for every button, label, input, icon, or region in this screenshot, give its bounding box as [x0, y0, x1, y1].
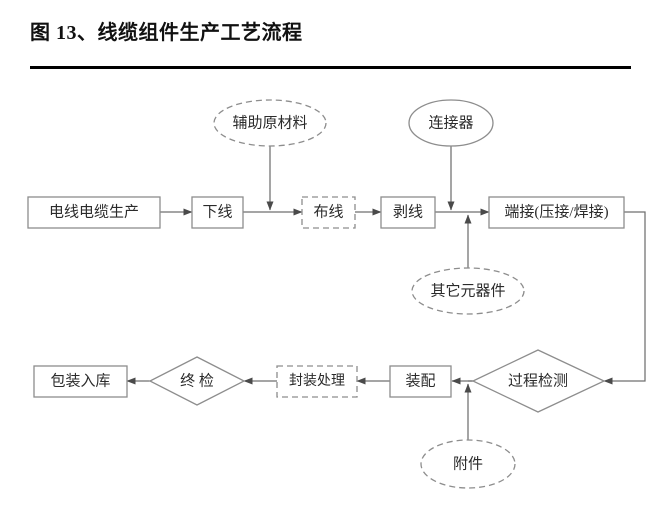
- node-stripping-label: 剥线: [393, 203, 423, 220]
- node-encapsulation-label: 封装处理: [289, 373, 345, 389]
- edge-termination-to-process-inspection: [603, 211, 646, 385]
- node-connector[interactable]: 连接器: [408, 99, 494, 147]
- node-assembly-label: 装配: [405, 372, 435, 389]
- node-cutting[interactable]: 下线: [191, 196, 244, 229]
- node-packaging-storage-label: 包装入库: [50, 372, 110, 389]
- flowchart-canvas: 辅助原材料 连接器 电线电缆生产 下线 布线 剥线 端接(压接/焊接) 其它元器…: [0, 78, 661, 529]
- node-process-inspection-label: 过程检测: [508, 372, 568, 389]
- node-stripping[interactable]: 剥线: [380, 196, 436, 229]
- node-wire-cable-production-label: 电线电缆生产: [49, 203, 139, 220]
- title-divider: [30, 66, 631, 69]
- node-termination[interactable]: 端接(压接/焊接): [488, 196, 625, 229]
- node-wire-cable-production[interactable]: 电线电缆生产: [27, 196, 161, 229]
- node-assembly[interactable]: 装配: [389, 365, 452, 398]
- node-accessories-label: 附件: [453, 455, 483, 472]
- node-cutting-label: 下线: [202, 203, 232, 220]
- node-wiring[interactable]: 布线: [301, 196, 356, 229]
- node-process-inspection[interactable]: 过程检测: [471, 349, 606, 413]
- node-auxiliary-materials[interactable]: 辅助原材料: [213, 99, 327, 147]
- figure-title: 图 13、线缆组件生产工艺流程: [30, 22, 303, 44]
- node-wiring-label: 布线: [313, 203, 343, 220]
- node-final-inspection[interactable]: 终 检: [148, 356, 246, 406]
- node-auxiliary-materials-label: 辅助原材料: [232, 114, 307, 131]
- node-termination-label: 端接(压接/焊接): [504, 203, 608, 220]
- node-final-inspection-label: 终 检: [180, 372, 214, 389]
- node-other-components-label: 其它元器件: [430, 281, 505, 299]
- node-other-components[interactable]: 其它元器件: [411, 267, 525, 315]
- node-packaging-storage[interactable]: 包装入库: [33, 365, 128, 398]
- node-accessories[interactable]: 附件: [420, 439, 516, 489]
- node-connector-label: 连接器: [428, 114, 473, 131]
- node-encapsulation[interactable]: 封装处理: [276, 365, 358, 398]
